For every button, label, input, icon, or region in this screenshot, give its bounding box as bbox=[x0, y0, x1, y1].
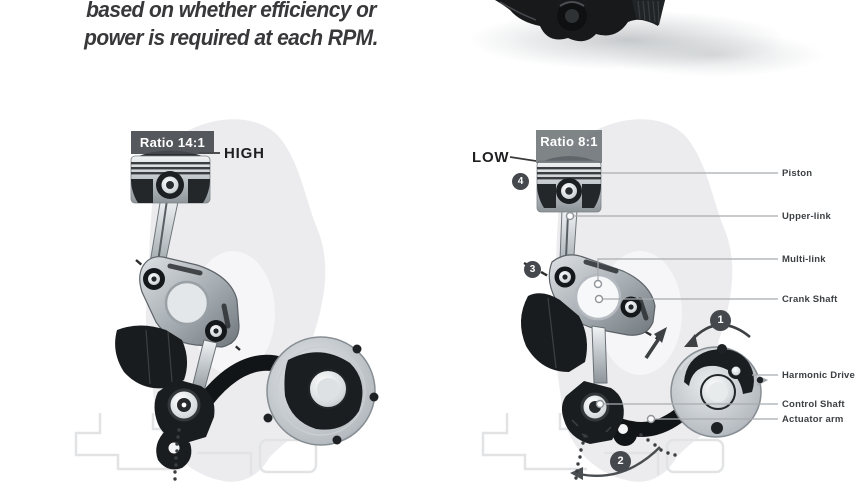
low-compression-mechanism bbox=[509, 156, 778, 480]
piston bbox=[130, 150, 211, 204]
ratio-badge-low: Ratio 8:1 bbox=[536, 130, 602, 163]
control-shaft bbox=[561, 381, 624, 444]
label-piston: Piston bbox=[782, 168, 813, 179]
label-actuator-arm: Actuator arm bbox=[782, 414, 844, 425]
engine-photo bbox=[468, 0, 825, 77]
state-label-high: HIGH bbox=[224, 145, 265, 162]
step-badge-2: 2 bbox=[610, 451, 631, 472]
label-upper-link: Upper-link bbox=[782, 211, 831, 222]
headline-line-1: based on whether efficiency or bbox=[86, 0, 376, 22]
headline-line-2: power is required at each RPM. bbox=[84, 25, 378, 50]
control-shaft bbox=[154, 379, 215, 470]
step-badge-1: 1 bbox=[710, 310, 731, 331]
lower-link bbox=[591, 325, 608, 384]
piston bbox=[536, 156, 602, 213]
crank-counterweight bbox=[520, 293, 587, 372]
label-multi-link: Multi-link bbox=[782, 254, 826, 265]
harmonic-drive bbox=[263, 336, 379, 446]
label-crank-shaft: Crank Shaft bbox=[782, 294, 838, 305]
state-label-low: LOW bbox=[472, 149, 510, 166]
label-harmonic-drive: Harmonic Drive bbox=[782, 370, 856, 381]
leader-lines bbox=[509, 156, 778, 420]
harmonic-drive bbox=[670, 344, 768, 438]
leader-dots bbox=[565, 211, 656, 424]
multi-link-plate bbox=[139, 256, 240, 348]
high-compression-mechanism bbox=[115, 150, 379, 481]
dotted-trace bbox=[574, 433, 677, 480]
ratio-badge-high: Ratio 14:1 bbox=[131, 131, 214, 154]
headline: based on whether efficiency or power is … bbox=[44, 0, 418, 52]
step-badge-4: 4 bbox=[512, 173, 529, 190]
step-badge-3: 3 bbox=[524, 261, 541, 278]
swing-arrow-icon bbox=[644, 327, 667, 359]
label-control-shaft: Control Shaft bbox=[782, 399, 845, 410]
crank-counterweight bbox=[115, 325, 188, 389]
dotted-trace bbox=[173, 428, 181, 481]
